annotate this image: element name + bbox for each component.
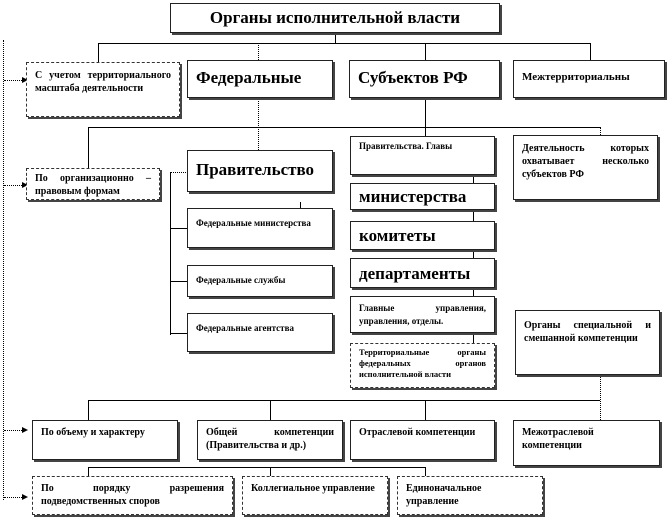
connector: [88, 467, 89, 476]
federal-services-box: Федеральные службы: [187, 265, 333, 297]
arrow-icon: [4, 77, 28, 83]
general-competence-box: Общей компетенции (Правительства и др.): [197, 420, 343, 460]
federal-box: Федеральные: [187, 60, 333, 98]
territorial-bodies-box: Территориальные органы федеральных орган…: [350, 343, 495, 388]
government-box: Правительство: [187, 150, 333, 192]
federal-agencies-box: Федеральные агентства: [187, 313, 333, 352]
connector: [88, 467, 425, 468]
connector: [590, 43, 591, 60]
connector: [98, 43, 99, 62]
connector: [170, 228, 187, 229]
scope-box: По объему и характеру: [32, 420, 178, 460]
connector: [88, 400, 89, 420]
committees-box: комитеты: [350, 221, 495, 250]
connector: [425, 400, 426, 420]
org-forms-box: По организационно – правовым формам: [26, 168, 160, 200]
subjects-box: Субъектов РФ: [349, 60, 500, 98]
connector: [425, 98, 426, 136]
connector: [88, 127, 600, 128]
connector: [425, 43, 426, 60]
connector: [258, 98, 259, 150]
interterritorial-box: Межтерриториальны: [513, 60, 665, 98]
arrow-icon: [4, 427, 28, 433]
connector: [258, 43, 259, 60]
left-spine: [3, 40, 4, 500]
connector: [98, 43, 590, 44]
arrow-icon: [4, 182, 28, 188]
connector: [170, 172, 171, 335]
collegial-box: Коллегиальное управление: [242, 476, 388, 515]
connector: [425, 467, 426, 476]
subject-government-box: Правительства. Главы: [350, 136, 495, 175]
connector: [300, 202, 301, 208]
main-directorates-box: Главные управления, управления, отделы.: [350, 296, 495, 333]
federal-ministries-box: Федеральные министерства: [187, 208, 333, 248]
sectoral-competence-box: Отраслевой компетенции: [350, 420, 495, 460]
arrow-icon: [4, 494, 28, 500]
disputes-box: По порядку разрешения подведомственных с…: [32, 476, 233, 515]
connector: [88, 127, 89, 168]
special-competence-box: Органы специальной и смешанной компетенц…: [515, 310, 660, 375]
connector: [270, 467, 271, 476]
sole-management-box: Единоначальное управление: [397, 476, 543, 515]
connector: [335, 33, 336, 43]
connector: [270, 400, 271, 420]
territorial-scale-box: С учетом территориального масштаба деяте…: [26, 62, 180, 117]
multi-subject-box: Деятельность которых охватывает нескольк…: [513, 135, 658, 200]
connector: [170, 333, 187, 334]
ministries-box: министерства: [350, 183, 495, 210]
connector: [170, 281, 187, 282]
connector: [600, 127, 601, 135]
title-box: Органы исполнительной власти: [170, 3, 500, 33]
intersectoral-competence-box: Межотраслевой компетенции: [513, 420, 660, 466]
connector: [170, 172, 188, 173]
departments-box: департаменты: [350, 258, 495, 288]
connector: [600, 375, 601, 420]
connector: [88, 400, 600, 401]
